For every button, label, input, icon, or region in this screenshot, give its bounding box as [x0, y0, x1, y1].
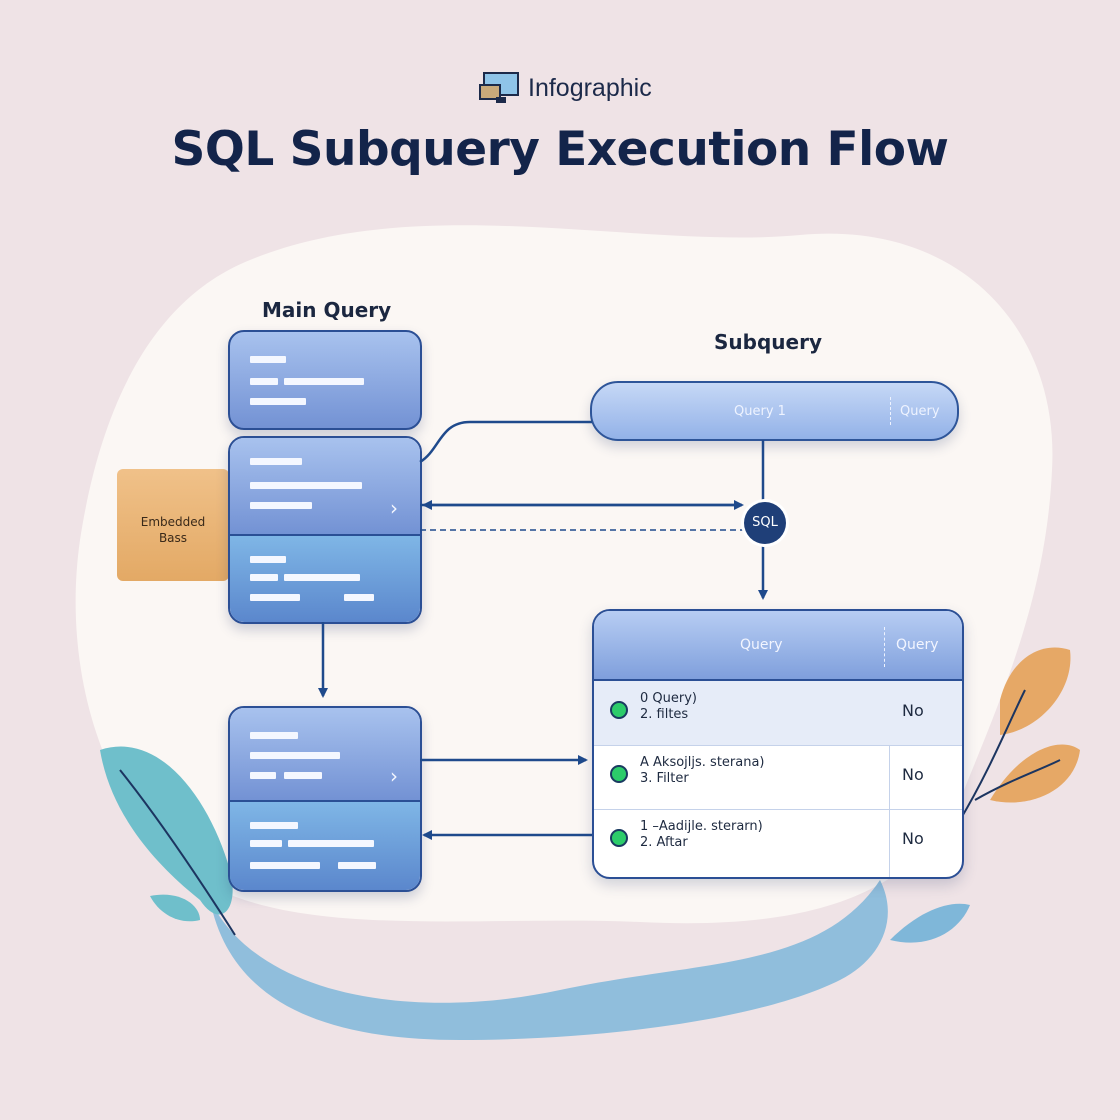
chevron-right-icon[interactable]: ›	[390, 764, 398, 788]
results-header-right: Query	[896, 637, 939, 653]
text-line	[250, 752, 340, 759]
result-query-card[interactable]: ›	[228, 706, 422, 892]
subquery-pill[interactable]: Query 1 Query	[590, 381, 959, 441]
embedded-box: Embedded Bass	[117, 469, 229, 581]
text-line	[338, 862, 376, 869]
row-line1: A Aksojljs. sterana)	[640, 755, 765, 770]
text-line	[250, 594, 300, 601]
pill-divider	[890, 397, 891, 425]
row-line1: 0 Query)	[640, 691, 697, 706]
chevron-right-icon[interactable]: ›	[390, 496, 398, 520]
leaf-stem-right	[959, 689, 1061, 821]
text-line	[344, 594, 374, 601]
status-dot-icon	[610, 829, 628, 847]
text-line	[284, 378, 364, 385]
text-line	[250, 822, 298, 829]
text-line	[250, 482, 362, 489]
text-line	[250, 458, 302, 465]
pill-query-left: Query 1	[734, 404, 786, 419]
column-divider	[889, 681, 890, 877]
text-line	[250, 398, 306, 405]
leaf-teal-small	[150, 894, 200, 922]
row-value: No	[902, 701, 924, 720]
leaf-stem-left	[119, 769, 236, 936]
row-value: No	[902, 829, 924, 848]
header-divider	[884, 627, 885, 667]
row-line1: 1 –Aadijle. sterarn)	[640, 819, 763, 834]
pill-query-right: Query	[900, 404, 940, 419]
sql-badge: SQL	[744, 502, 786, 544]
results-table: Query Query 0 Query) 2. filtes No A Akso…	[592, 609, 964, 879]
card-bottom-section	[230, 534, 420, 622]
leaf-blue-right	[890, 903, 970, 943]
text-line	[250, 732, 298, 739]
text-line	[284, 574, 360, 581]
main-query-label: Main Query	[262, 298, 392, 322]
table-row[interactable]: 0 Query) 2. filtes No	[594, 681, 962, 746]
leaf-orange-top	[1000, 647, 1071, 735]
status-dot-icon	[610, 765, 628, 783]
subquery-label: Subquery	[714, 330, 822, 354]
card-top-section: ›	[230, 708, 420, 800]
text-line	[284, 772, 322, 779]
row-value: No	[902, 765, 924, 784]
card-bottom-section	[230, 800, 420, 890]
brand: Infographic	[478, 68, 652, 108]
text-line	[250, 378, 278, 385]
text-line	[250, 772, 276, 779]
embedded-line1: Embedded	[140, 515, 206, 529]
text-line	[250, 574, 278, 581]
table-row[interactable]: A Aksojljs. sterana) 3. Filter No	[594, 745, 962, 810]
results-header: Query Query	[594, 611, 962, 681]
table-row[interactable]: 1 –Aadijle. sterarn) 2. Aftar No	[594, 809, 962, 873]
text-line	[250, 502, 312, 509]
embedded-query-card[interactable]: ›	[228, 436, 422, 624]
wave-shape	[210, 880, 888, 1040]
text-line	[250, 556, 286, 563]
text-line	[288, 840, 374, 847]
connector-main-to-subquery	[419, 420, 592, 464]
card-top-section: ›	[230, 438, 420, 534]
monitor-icon	[479, 72, 519, 103]
leaf-orange-bottom	[990, 744, 1080, 803]
results-header-left: Query	[740, 637, 783, 653]
text-line	[250, 840, 282, 847]
main-query-card[interactable]	[228, 330, 422, 430]
text-line	[250, 862, 320, 869]
text-line	[250, 356, 286, 363]
row-line2: 3. Filter	[640, 771, 689, 786]
embedded-line2: Bass	[158, 531, 188, 545]
row-line2: 2. filtes	[640, 707, 689, 722]
row-line2: 2. Aftar	[640, 835, 688, 850]
status-dot-icon	[610, 701, 628, 719]
brand-label: Infographic	[528, 73, 652, 102]
page-title: SQL Subquery Execution Flow	[171, 122, 949, 177]
